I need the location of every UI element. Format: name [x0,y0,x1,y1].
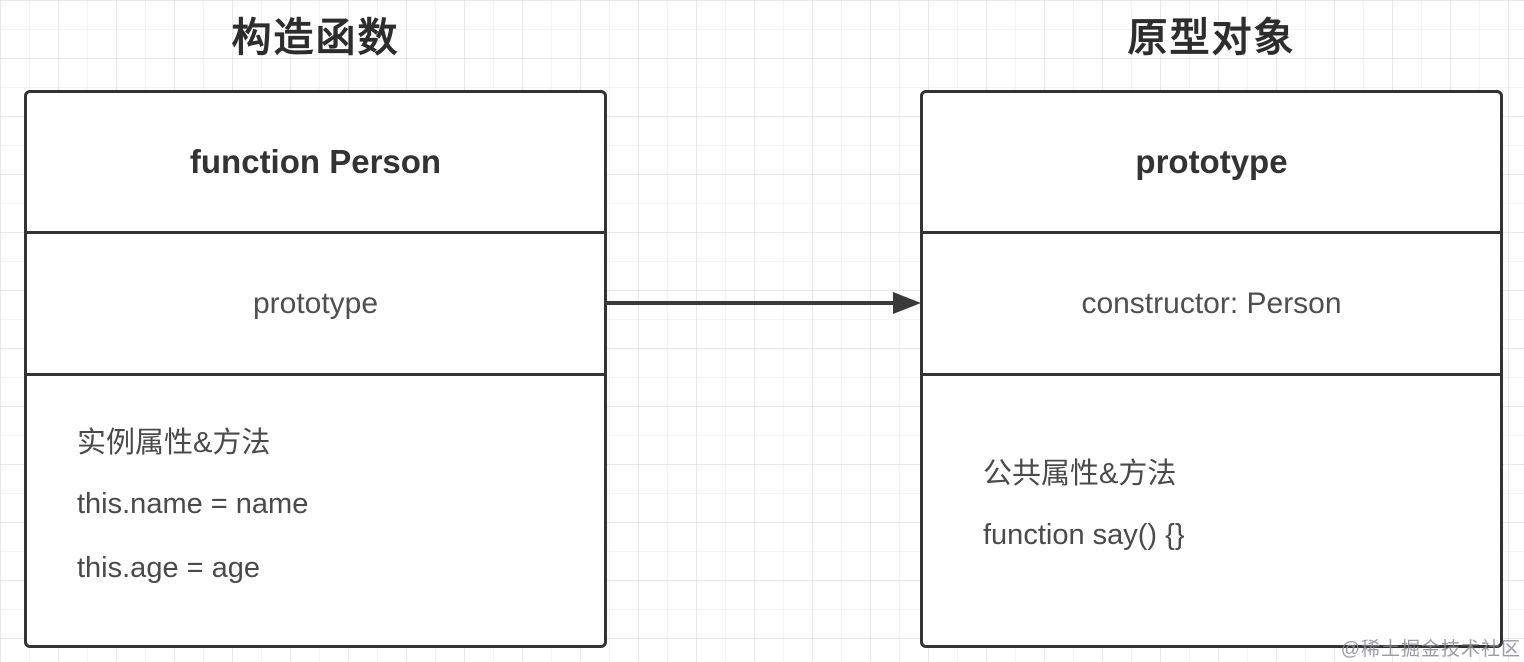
instance-members-label: 实例属性&方法 [77,427,271,459]
prototype-object-box: prototype constructor: Person 公共属性&方法 fu… [920,90,1503,648]
constructor-box-prototype-row: prototype [27,234,604,376]
prototype-box-header: prototype [923,93,1500,234]
constructor-box-body: 实例属性&方法 this.name = name this.age = age [27,376,604,645]
instance-name-assignment: this.name = name [77,487,309,520]
prototype-box-body: 公共属性&方法 function say() {} [923,376,1500,645]
constructor-function-box: function Person prototype 实例属性&方法 this.n… [24,90,607,648]
constructor-function-title: 构造函数 [231,16,400,60]
public-members-label: 公共属性&方法 [983,458,1177,490]
prototype-box-constructor-row: constructor: Person [923,234,1500,376]
instance-age-assignment: this.age = age [77,551,261,584]
prototype-object-title: 原型对象 [1127,16,1296,60]
prototype-arrow [605,292,921,314]
constructor-box-header: function Person [27,93,604,234]
say-function-line: function say() {} [983,518,1185,551]
